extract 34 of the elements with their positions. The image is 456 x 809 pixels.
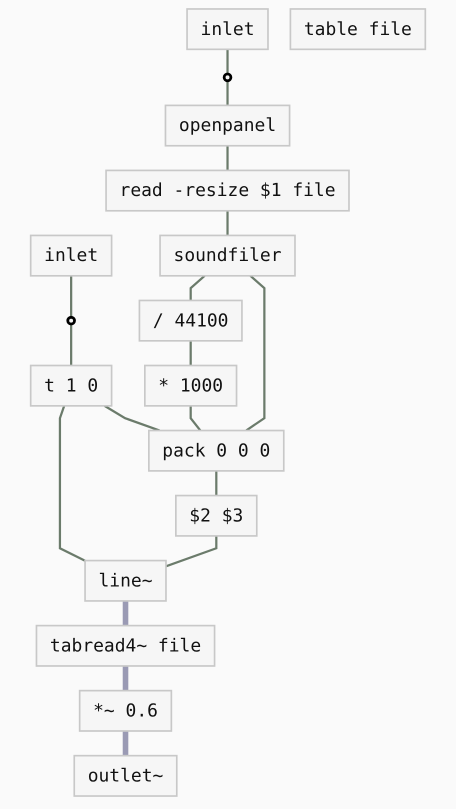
connector	[104, 404, 160, 432]
node-box: table file	[290, 8, 426, 50]
node-box: outlet~	[73, 754, 178, 797]
connector	[122, 731, 128, 756]
node-box: line~	[84, 560, 167, 602]
node-box: / 44100	[138, 300, 243, 342]
connector	[70, 324, 72, 366]
connector	[215, 470, 218, 496]
connector	[226, 210, 229, 236]
node-box: inlet	[186, 8, 269, 50]
node-box: inlet	[30, 234, 112, 277]
connector	[226, 49, 229, 74]
connector	[226, 80, 229, 106]
node-box: $2 $3	[175, 494, 258, 537]
connector	[58, 406, 86, 562]
node-box: t 1 0	[30, 364, 112, 407]
node-circle	[66, 316, 76, 326]
node-box: pack 0 0 0	[148, 430, 285, 472]
node-box: read -resize $1 file	[105, 170, 350, 212]
connector	[190, 274, 206, 300]
connector	[166, 536, 218, 568]
node-circle	[222, 72, 232, 82]
node-box: * 1000	[144, 364, 238, 407]
connector	[246, 274, 266, 432]
connector	[122, 600, 128, 626]
connector	[190, 340, 192, 366]
connector	[122, 666, 128, 691]
node-box: openpanel	[164, 104, 290, 147]
node-box: *~ 0.6	[78, 690, 172, 732]
connector	[70, 276, 72, 318]
connector	[226, 146, 229, 170]
node-box: tabread4~ file	[36, 624, 216, 667]
connector	[190, 406, 202, 432]
node-box: soundfiler	[159, 234, 296, 277]
